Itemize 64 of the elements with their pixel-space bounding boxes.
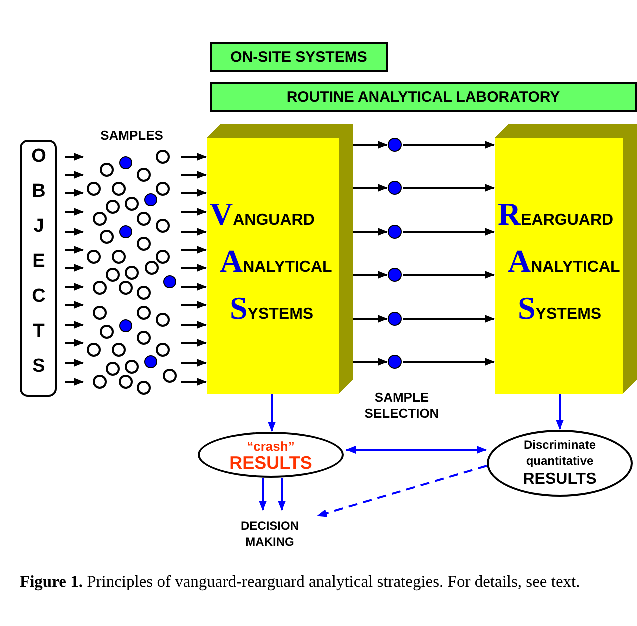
- arrow: [403, 315, 495, 323]
- sample-dot: [388, 312, 402, 326]
- arrow: [65, 283, 84, 291]
- arrow: [65, 246, 84, 254]
- system-title: VANGUARD ANALYTICAL SYSTEMS: [210, 195, 332, 328]
- arrow: [353, 141, 388, 149]
- arrow: [181, 264, 207, 272]
- arrow: [181, 189, 207, 197]
- arrow: [268, 394, 276, 432]
- system-title: REARGUARD ANALYTICAL SYSTEMS: [498, 195, 620, 328]
- arrow: [181, 208, 207, 216]
- arrow: [65, 301, 84, 309]
- node-text: RESULTS: [230, 455, 312, 471]
- arrow: [65, 171, 84, 179]
- arrow: [403, 184, 495, 192]
- arrow: [65, 339, 84, 347]
- sample-dot: [388, 355, 402, 369]
- arrow: [65, 359, 84, 367]
- sample-dot: [388, 181, 402, 195]
- category-bar: ON-SITE SYSTEMS: [210, 42, 388, 72]
- arrow: [181, 301, 207, 309]
- arrow: [259, 478, 267, 511]
- objects-box: [20, 140, 57, 397]
- arrow: [353, 315, 388, 323]
- arrow: [65, 378, 84, 386]
- text-label: SAMPLE SELECTION: [364, 390, 440, 423]
- arrow: [403, 141, 495, 149]
- arrow: [65, 228, 84, 236]
- arrow: [353, 358, 388, 366]
- arrow: [181, 171, 207, 179]
- sample-dot: [388, 268, 402, 282]
- arrow: [65, 264, 84, 272]
- node-text: Discriminate quantitative: [522, 436, 598, 468]
- arrow: [403, 358, 495, 366]
- arrow: [181, 359, 207, 367]
- arrow: [181, 339, 207, 347]
- arrow: [403, 271, 495, 279]
- arrow: [181, 153, 207, 161]
- arrow: [181, 321, 207, 329]
- arrow: [65, 153, 84, 161]
- arrow: [181, 378, 207, 386]
- arrow: [181, 246, 207, 254]
- arrow: [65, 321, 84, 329]
- arrow: [346, 446, 487, 454]
- node-text: “crash”: [247, 439, 295, 455]
- node-text: DECISION MAKING: [225, 518, 315, 548]
- arrow: [181, 228, 207, 236]
- sample-dot: [388, 225, 402, 239]
- arrow: [556, 394, 564, 430]
- arrow: [65, 208, 84, 216]
- sample-dot: [388, 138, 402, 152]
- arrow: [403, 228, 495, 236]
- arrow: [353, 228, 388, 236]
- arrow: [317, 465, 488, 518]
- figure-caption: Figure 1. Principles of vanguard-rearguard analytical strategies. For details, see text.: [20, 572, 582, 592]
- arrow: [353, 184, 388, 192]
- node-text: RESULTS: [522, 470, 598, 490]
- arrow: [278, 478, 286, 511]
- node-caption: SAMPLES: [100, 128, 164, 145]
- node-text: OBJECTS: [28, 150, 50, 387]
- arrow: [65, 189, 84, 197]
- category-bar: ROUTINE ANALYTICAL LABORATORY: [210, 82, 637, 112]
- arrow: [353, 271, 388, 279]
- arrow: [181, 283, 207, 291]
